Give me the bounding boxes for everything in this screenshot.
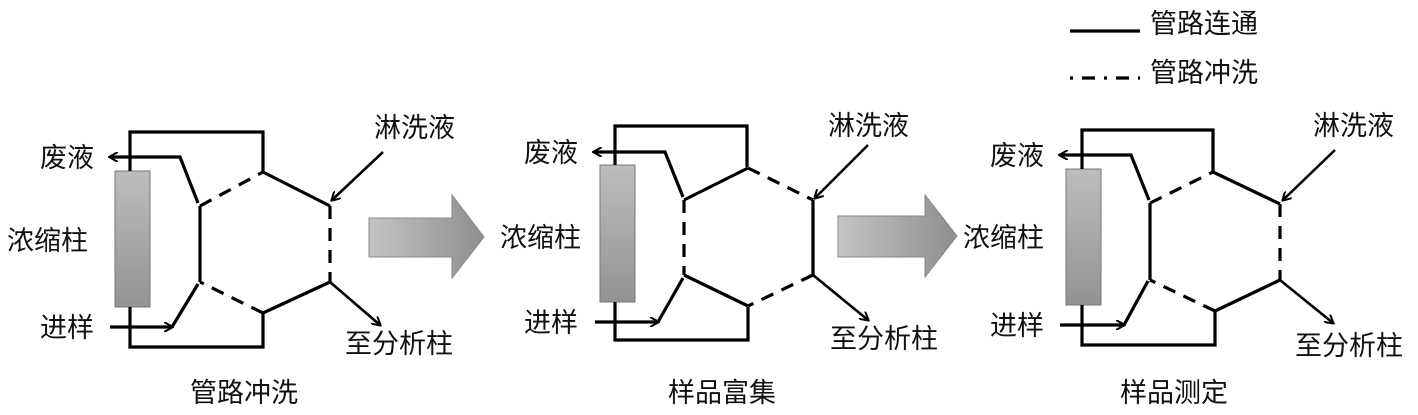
waste-label: 废液 [40,143,94,174]
to-analysis-label: 至分析柱 [830,324,938,355]
waste-label: 废液 [524,138,578,169]
sample-label: 进样 [524,308,578,339]
column-label: 浓缩柱 [963,223,1044,254]
panel-caption: 管路冲洗 [190,378,298,409]
to-analysis-label: 至分析柱 [1295,331,1403,362]
panel-caption: 样品测定 [1120,378,1228,409]
panel-measurement: 废液 浓缩柱 进样 淋洗液 至分析柱 样品测定 [963,111,1403,409]
concentration-column [1065,168,1102,306]
sample-label: 进样 [990,311,1044,342]
column-label: 浓缩柱 [500,223,581,254]
concentration-column [114,170,151,308]
eluent-label: 淋洗液 [1313,111,1394,142]
step-arrow-1 [368,193,485,280]
waste-label: 废液 [990,141,1044,172]
legend: 管路连通 管路冲洗 [1070,9,1258,89]
step-arrow-2 [837,193,958,279]
column-label: 浓缩柱 [7,226,88,257]
legend-flush-label: 管路冲洗 [1150,58,1258,89]
panel-caption: 样品富集 [668,378,776,409]
panel-flush: 废液 浓缩柱 进样 淋洗液 至分析柱 管路冲洗 [7,113,455,409]
sample-label: 进样 [40,313,94,344]
legend-connected-label: 管路连通 [1150,9,1258,40]
eluent-label: 淋洗液 [374,113,455,144]
eluent-label: 淋洗液 [828,111,909,142]
concentration-column [599,164,636,303]
to-analysis-label: 至分析柱 [345,329,453,360]
panel-enrichment: 废液 浓缩柱 进样 淋洗液 至分析柱 样品富集 [500,111,938,409]
